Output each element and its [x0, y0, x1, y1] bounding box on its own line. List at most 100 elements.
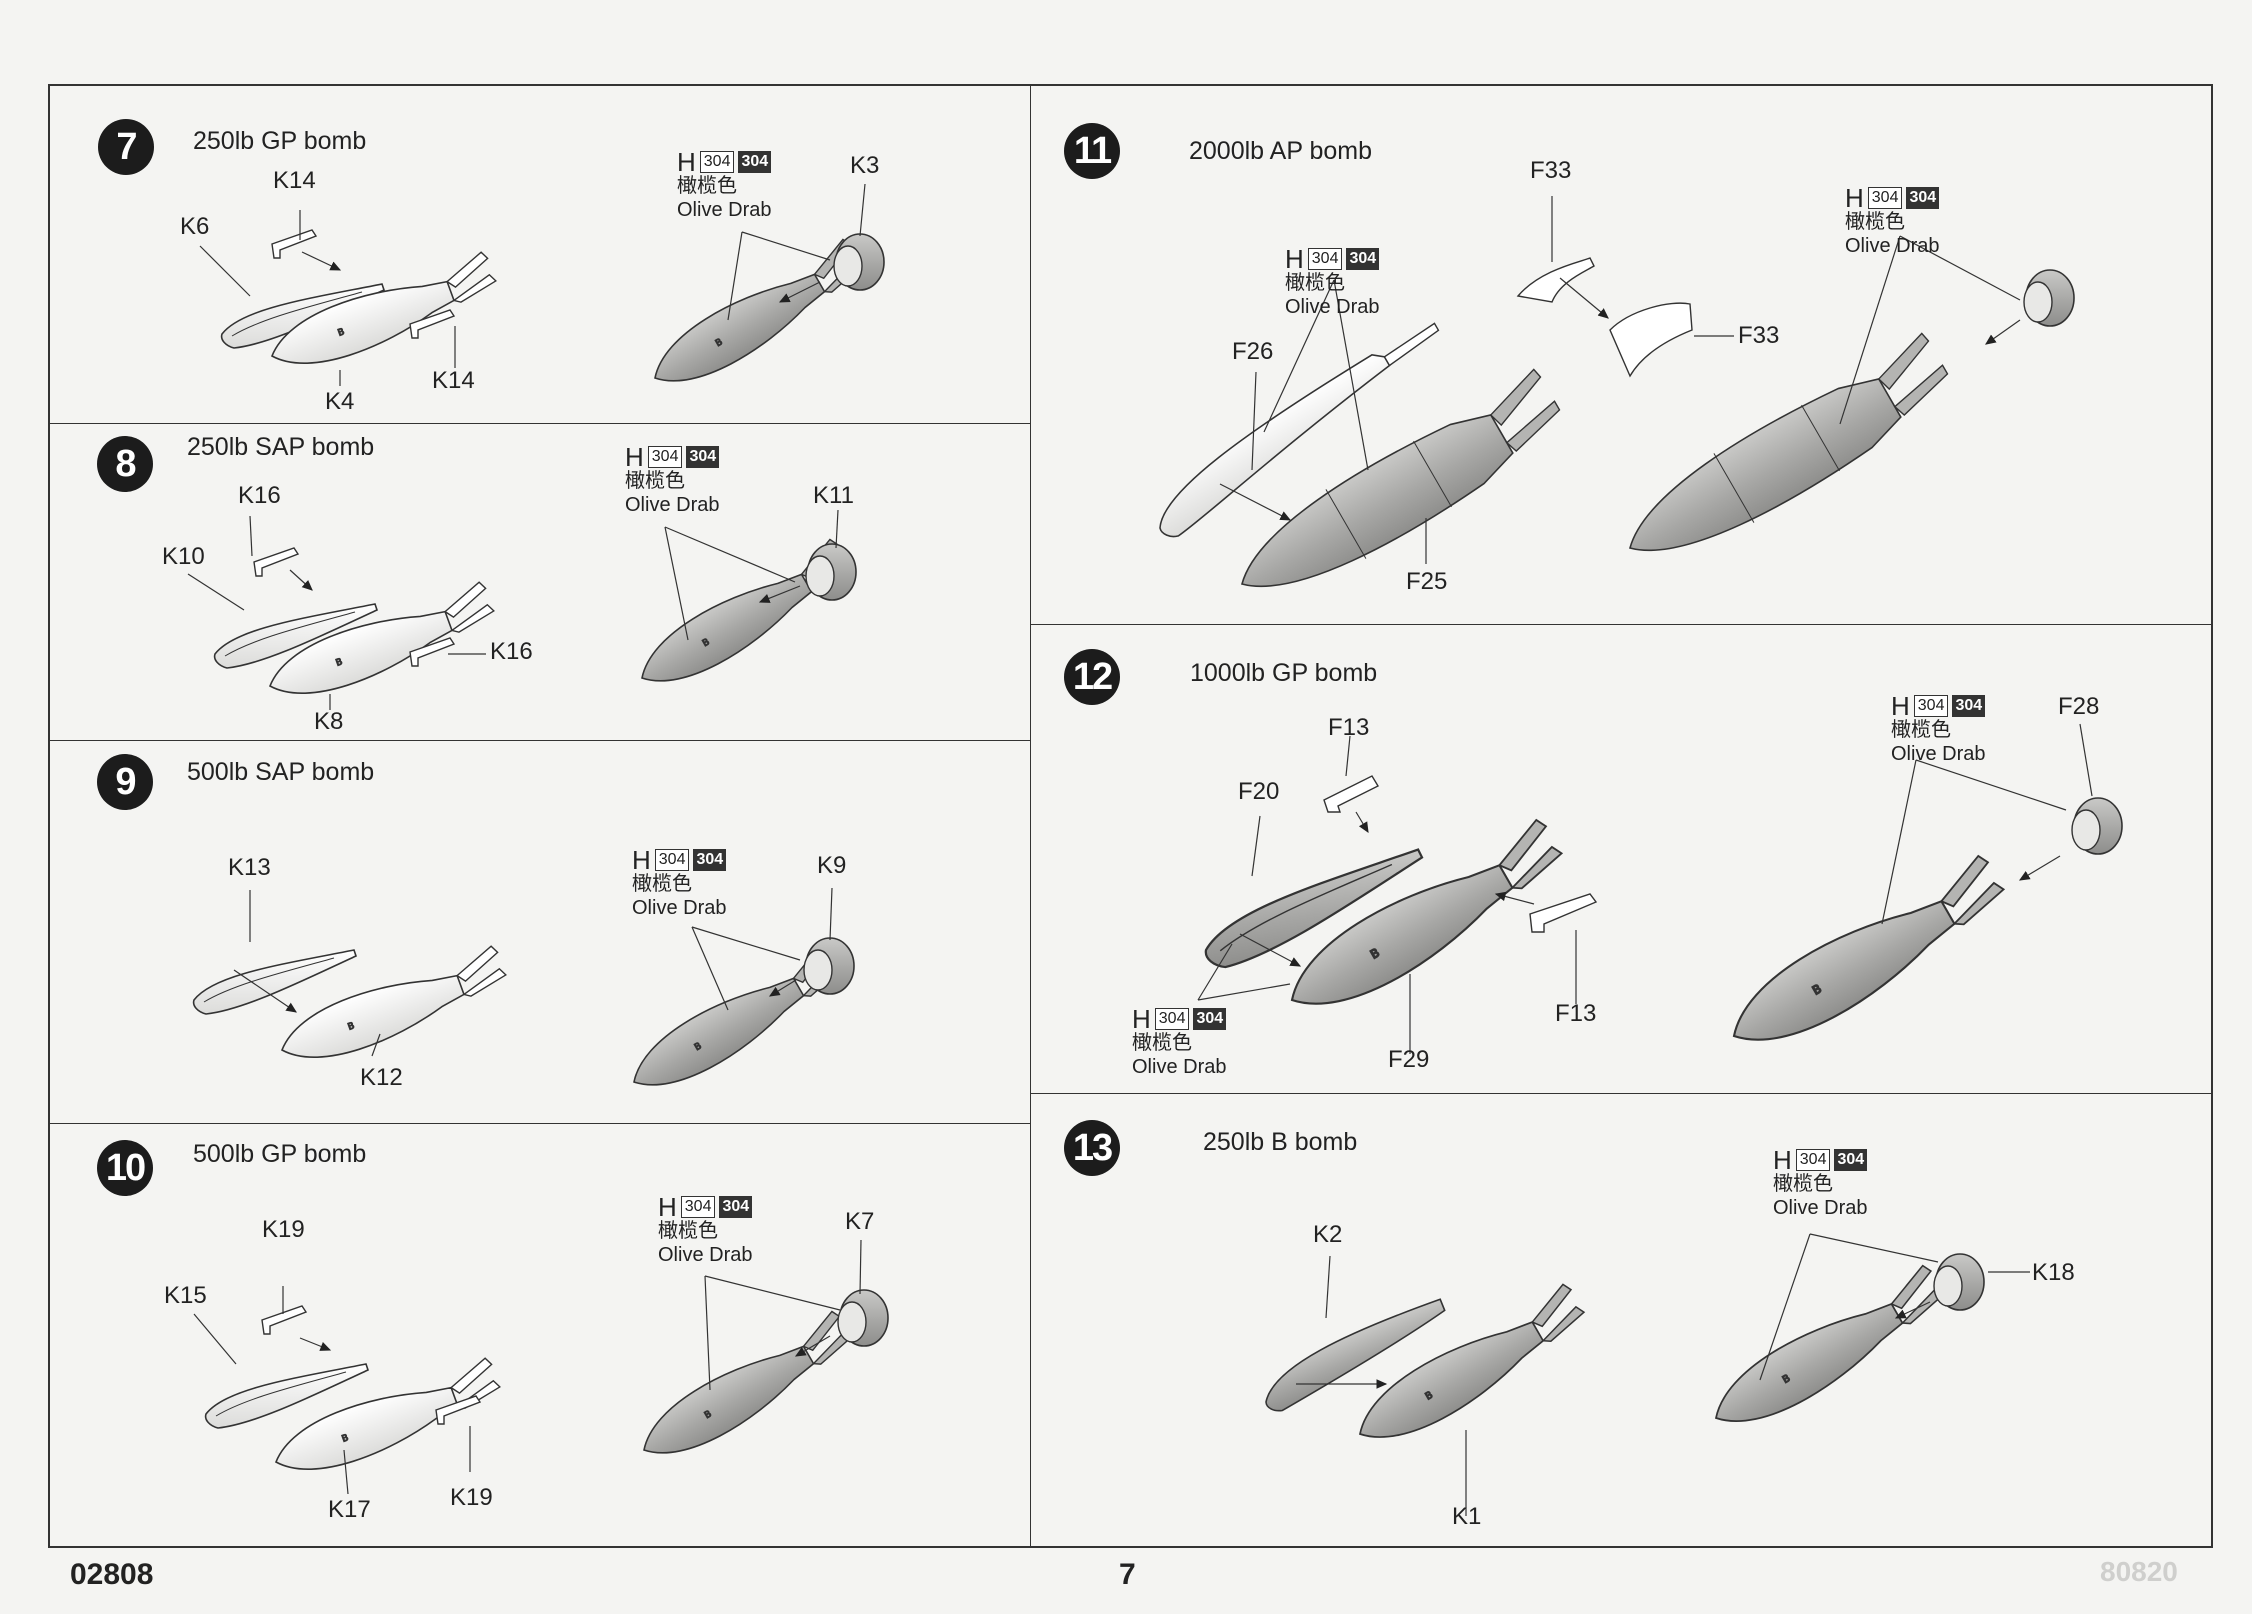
part-f33-ring-drawing: [2023, 269, 2075, 327]
step-number-badge: 8: [97, 436, 153, 492]
paint-letter: H: [1132, 1004, 1151, 1034]
part-f26-drawing: [1159, 322, 1440, 538]
part-label: K8: [314, 708, 344, 735]
paint-code-filled: 304: [1952, 695, 1986, 717]
part-k9-drawing: [803, 937, 855, 995]
part-f25-drawing: [1241, 368, 1561, 588]
paint-name-chinese: 橄榄色: [1845, 211, 1905, 233]
paint-code-filled: 304: [1906, 187, 1940, 209]
part-label: K19: [450, 1484, 493, 1511]
paint-name-english: Olive Drab: [1891, 743, 1986, 765]
part-k2-drawing: [1265, 1298, 1446, 1412]
part-label: K10: [162, 543, 205, 570]
part-k7-bomb-drawing: [630, 1308, 863, 1474]
step-number-badge: 11: [1064, 123, 1120, 179]
part-label: K9: [817, 852, 847, 879]
paint-letter: H: [632, 845, 651, 875]
part-label: K14: [273, 167, 316, 194]
faint-bleedthrough-code: 80820: [2100, 1556, 2178, 1587]
step-title: 1000lb GP bomb: [1190, 659, 1378, 687]
part-k13-drawing: [192, 949, 357, 1015]
step-title: 2000lb AP bomb: [1189, 137, 1373, 165]
paint-code-outline: 304: [1913, 695, 1949, 717]
paint-letter: H: [1285, 244, 1304, 274]
part-label: F33: [1738, 322, 1780, 349]
part-label: K1: [1452, 1503, 1482, 1530]
paint-code-outline: 304: [1154, 1008, 1190, 1030]
part-label: F25: [1406, 568, 1448, 595]
step-title: 250lb B bomb: [1203, 1128, 1358, 1156]
paint-name-english: Olive Drab: [658, 1244, 753, 1266]
paint-letter: H: [677, 147, 696, 177]
paint-name-chinese: 橄榄色: [677, 175, 737, 197]
paint-name-chinese: 橄榄色: [1891, 719, 1951, 741]
part-f13a-drawing: [1323, 775, 1379, 813]
paint-name-chinese: 橄榄色: [1773, 1173, 1833, 1195]
paint-code-filled: 304: [686, 446, 720, 468]
step-title: 500lb SAP bomb: [187, 758, 375, 786]
paint-name-english: Olive Drab: [1132, 1056, 1227, 1078]
part-label: F20: [1238, 778, 1280, 805]
part-label: K14: [432, 367, 475, 394]
paint-name-chinese: 橄榄色: [658, 1220, 718, 1242]
paint-code-filled: 304: [719, 1196, 753, 1218]
part-label: F29: [1388, 1046, 1430, 1073]
part-label: F13: [1555, 1000, 1597, 1027]
paint-code-outline: 304: [647, 446, 683, 468]
part-f33a-drawing: [1516, 257, 1595, 303]
part-k19a-drawing: [261, 1305, 307, 1335]
paint-code-filled: 304: [738, 151, 772, 173]
part-label: F33: [1530, 157, 1572, 184]
part-label: K11: [813, 482, 854, 509]
part-k11-drawing: [805, 543, 857, 601]
part-label: K12: [360, 1064, 403, 1091]
page-number: 7: [1119, 1558, 1136, 1591]
part-label: K16: [238, 482, 281, 509]
paint-code-outline: 304: [1307, 248, 1343, 270]
part-label: F26: [1232, 338, 1274, 365]
step-title: 250lb GP bomb: [193, 127, 367, 155]
paint-code-outline: 304: [1867, 187, 1903, 209]
paint-letter: H: [658, 1192, 677, 1222]
part-k1-drawing: [1345, 1281, 1596, 1460]
part-label: K4: [325, 388, 355, 415]
paint-name-english: Olive Drab: [632, 897, 727, 919]
paint-code-filled: 304: [693, 849, 727, 871]
paint-letter: H: [625, 442, 644, 472]
part-k7-drawing: [837, 1289, 889, 1347]
paint-code-filled: 304: [1346, 248, 1380, 270]
step-title: 500lb GP bomb: [193, 1140, 367, 1168]
part-label: K3: [850, 152, 880, 179]
part-label: K2: [1313, 1221, 1343, 1248]
step-number-badge: 9: [97, 754, 153, 810]
paint-name-chinese: 橄榄色: [1132, 1032, 1192, 1054]
paint-letter: H: [1891, 691, 1910, 721]
step-number-badge: 10: [97, 1140, 153, 1196]
paint-code-outline: 304: [1795, 1149, 1831, 1171]
paint-name-english: Olive Drab: [625, 494, 720, 516]
part-k18-bomb-drawing: [1700, 1262, 1956, 1444]
paint-letter: H: [1845, 183, 1864, 213]
paint-code-outline: 304: [699, 151, 735, 173]
part-label: K6: [180, 213, 210, 240]
part-label: F13: [1328, 714, 1370, 741]
kit-code: 02808: [70, 1558, 154, 1591]
paint-name-english: Olive Drab: [1285, 296, 1380, 318]
part-f13b-drawing: [1529, 893, 1598, 933]
paint-name-chinese: 橄榄色: [1285, 272, 1345, 294]
paint-code-outline: 304: [680, 1196, 716, 1218]
part-label: F28: [2058, 693, 2100, 720]
paint-name-english: Olive Drab: [1773, 1197, 1868, 1219]
step-title: 250lb SAP bomb: [187, 433, 375, 461]
paint-code-filled: 304: [1834, 1149, 1868, 1171]
paint-name-english: Olive Drab: [677, 199, 772, 221]
part-label: K18: [2032, 1259, 2075, 1286]
